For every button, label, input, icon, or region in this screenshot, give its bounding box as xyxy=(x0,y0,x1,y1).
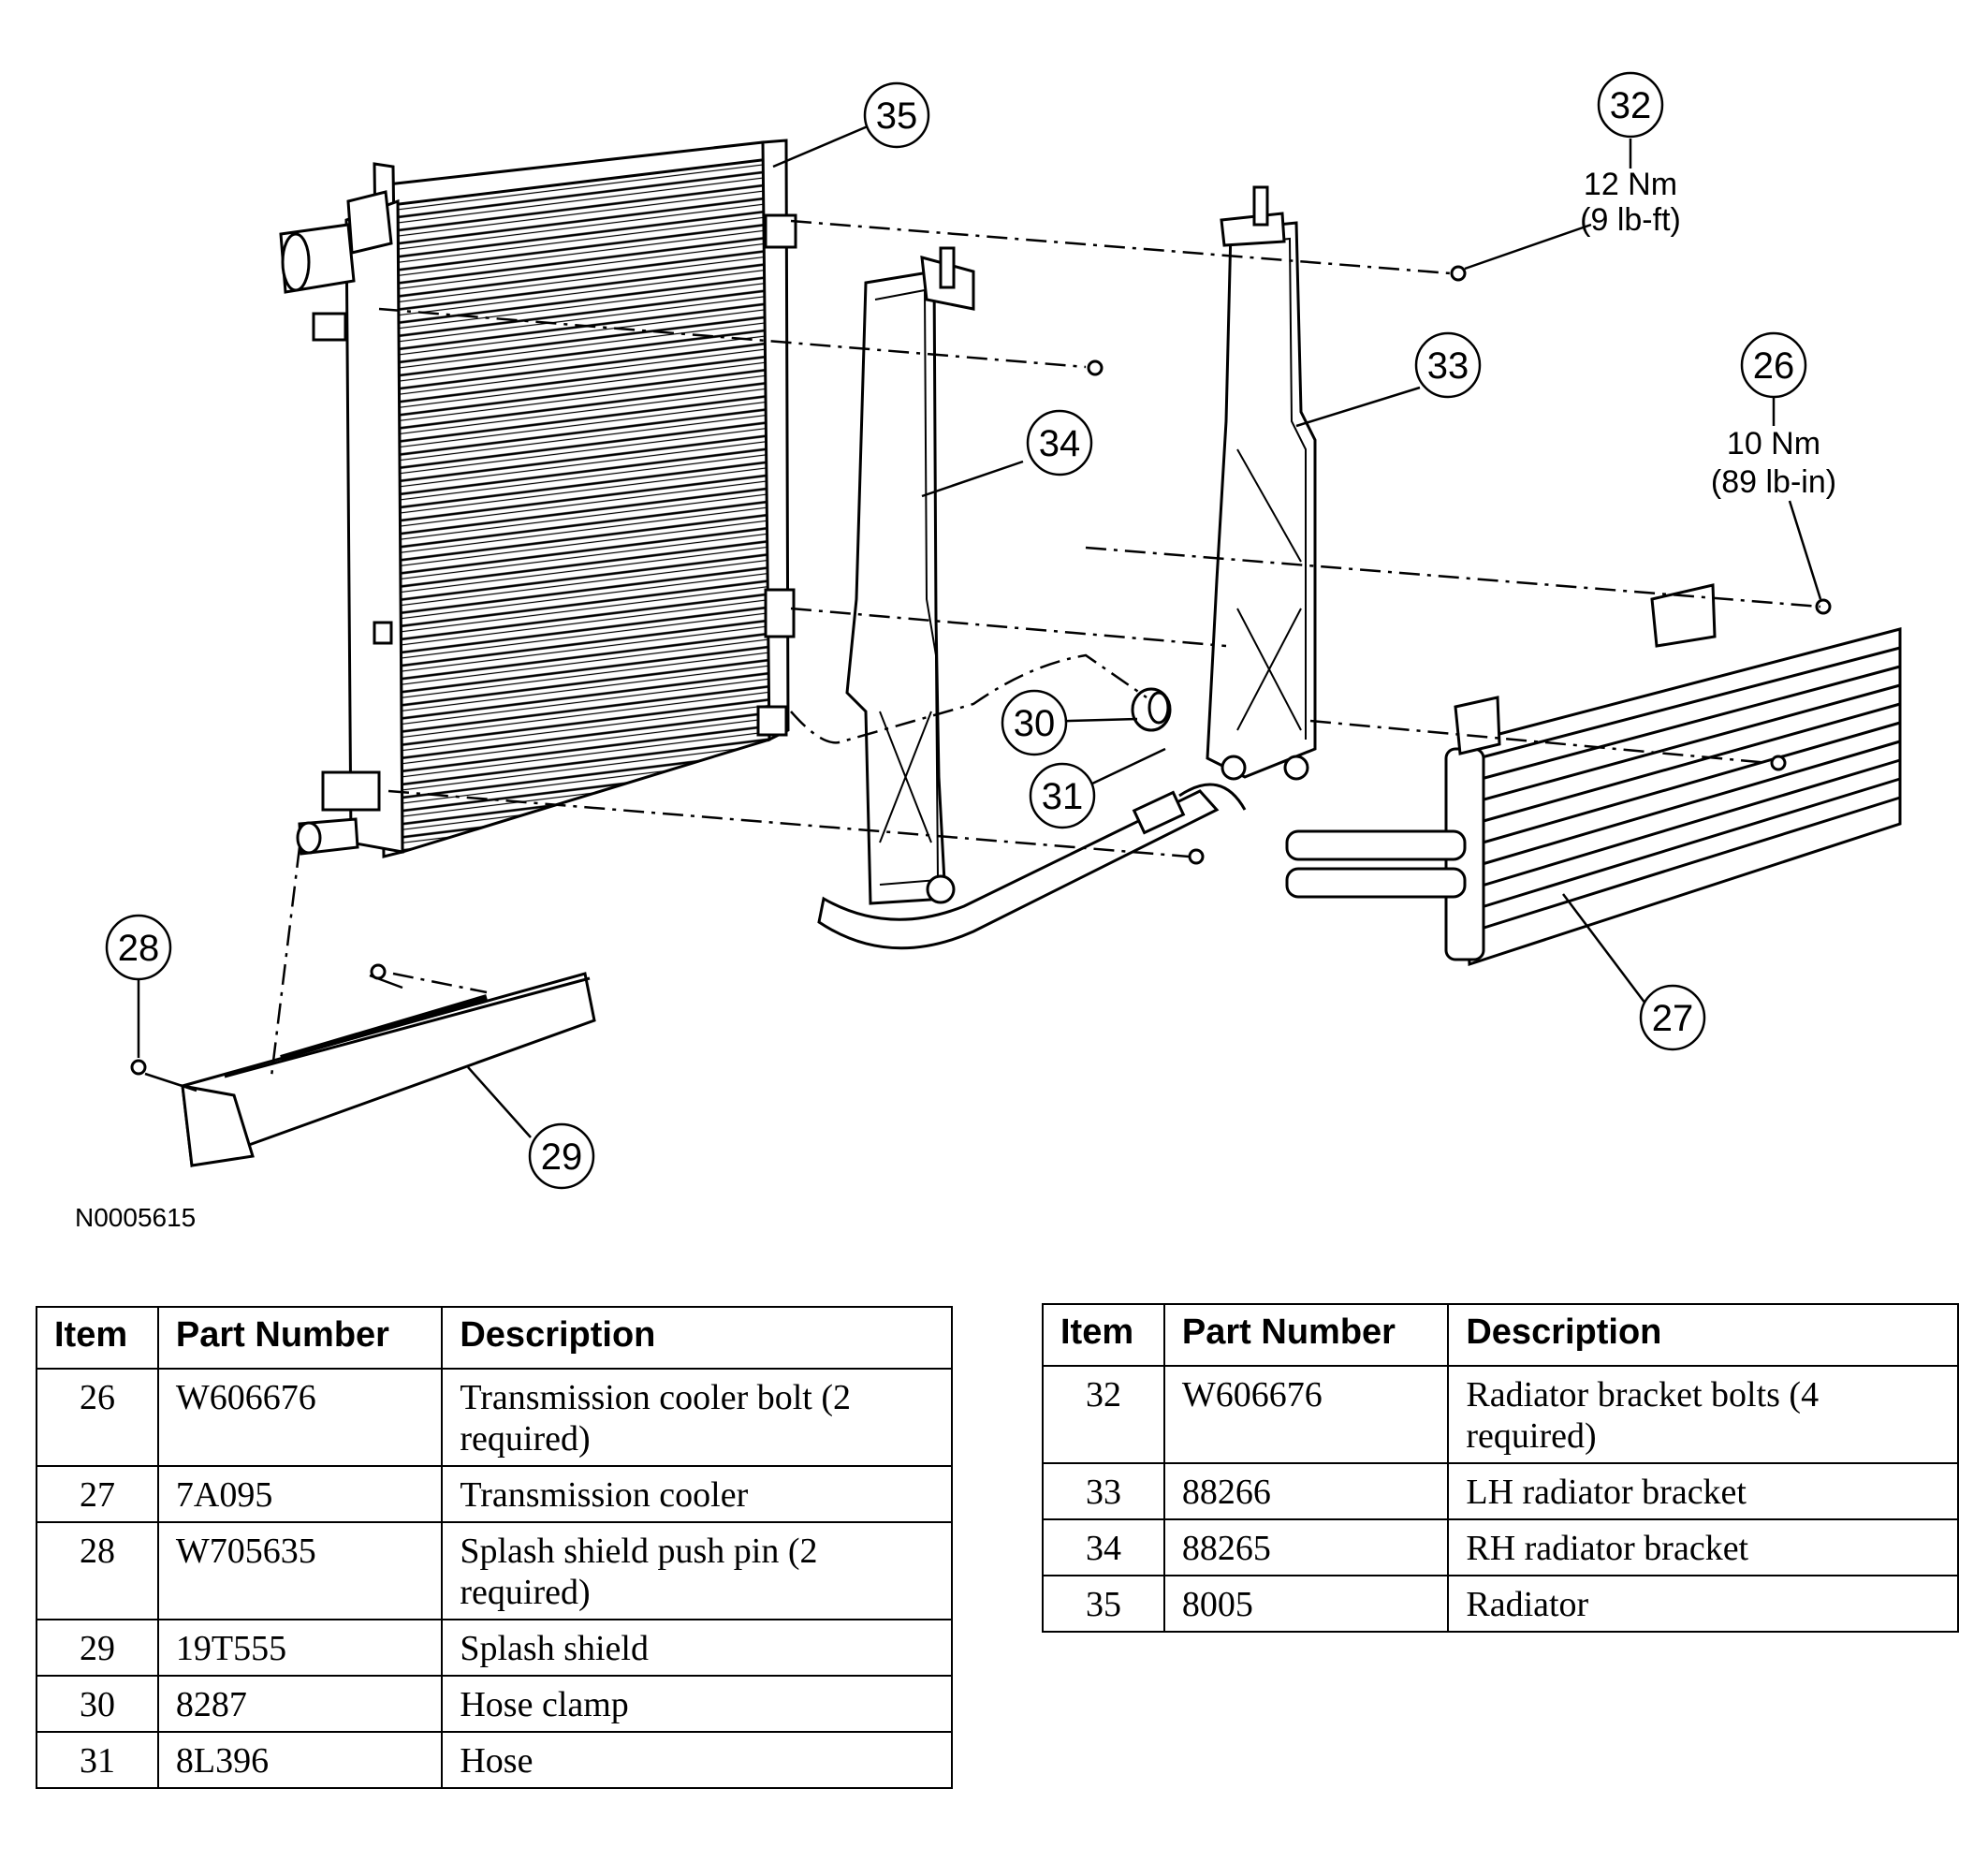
item-cell: 30 xyxy=(36,1675,159,1733)
item-cell: 32 xyxy=(1042,1365,1165,1464)
torque-32-nm: 12 Nm xyxy=(1584,167,1677,202)
callout-29-label: 29 xyxy=(541,1136,583,1178)
description-cell: Radiator xyxy=(1447,1575,1959,1633)
callout-29: 29 xyxy=(528,1122,595,1190)
description-cell: Radiator bracket bolts (4 required) xyxy=(1447,1365,1959,1464)
part-number-cell: 88265 xyxy=(1162,1518,1450,1576)
callout-26-label: 26 xyxy=(1753,345,1795,387)
item-cell: 28 xyxy=(36,1521,159,1620)
part-number-cell: 8005 xyxy=(1162,1575,1450,1633)
table-row: 33 88266 LH radiator bracket xyxy=(1042,1462,1959,1520)
part-number-cell: W606676 xyxy=(1162,1365,1450,1464)
rh-radiator-bracket xyxy=(845,246,975,905)
callout-33: 33 xyxy=(1414,331,1482,399)
callout-35: 35 xyxy=(863,81,930,149)
callout-33-label: 33 xyxy=(1427,345,1469,387)
callout-34-label: 34 xyxy=(1039,423,1081,464)
radiator xyxy=(279,139,797,858)
header-item: Item xyxy=(36,1306,159,1370)
table-row: 31 8L396 Hose xyxy=(36,1731,953,1789)
description-cell: Transmission cooler bolt (2 required) xyxy=(441,1368,953,1467)
description-cell: Transmission cooler xyxy=(441,1465,953,1523)
part-number-cell: 7A095 xyxy=(156,1465,444,1523)
splash-shield xyxy=(181,972,596,1168)
alignment-lines xyxy=(270,219,1821,1078)
item-cell: 33 xyxy=(1042,1462,1165,1520)
leader-lines xyxy=(137,122,1822,1138)
parts-table-left: Item Part Number Description 26 W606676 … xyxy=(36,1306,953,1789)
item-cell: 31 xyxy=(36,1731,159,1789)
callout-26: 26 xyxy=(1740,331,1807,399)
callout-31-label: 31 xyxy=(1042,776,1084,817)
table-row: 26 W606676 Transmission cooler bolt (2 r… xyxy=(36,1368,953,1467)
item-cell: 34 xyxy=(1042,1518,1165,1576)
part-number-cell: 19T555 xyxy=(156,1619,444,1677)
callout-30: 30 xyxy=(1001,689,1068,756)
exploded-diagram: 35 32 12 Nm (9 lb-ft) 33 34 26 10 Nm (89… xyxy=(75,71,1902,1232)
torque-26-imperial: (89 lb-in) xyxy=(1711,464,1836,500)
callout-35-label: 35 xyxy=(876,95,918,137)
header-part-number: Part Number xyxy=(1162,1303,1450,1367)
table-row: 34 88265 RH radiator bracket xyxy=(1042,1518,1959,1576)
torque-26-nm: 10 Nm xyxy=(1727,426,1820,462)
description-cell: Hose clamp xyxy=(441,1675,953,1733)
table-row: 28 W705635 Splash shield push pin (2 req… xyxy=(36,1521,953,1620)
callout-28: 28 xyxy=(105,914,172,981)
header-description: Description xyxy=(441,1306,953,1370)
description-cell: RH radiator bracket xyxy=(1447,1518,1959,1576)
callout-32: 32 xyxy=(1597,71,1664,139)
item-cell: 27 xyxy=(36,1465,159,1523)
table-row: 35 8005 Radiator xyxy=(1042,1575,1959,1633)
callout-28-label: 28 xyxy=(118,928,160,969)
part-number-cell: 88266 xyxy=(1162,1462,1450,1520)
table-row: 30 8287 Hose clamp xyxy=(36,1675,953,1733)
callout-27-label: 27 xyxy=(1652,998,1694,1039)
part-number-cell: 8L396 xyxy=(156,1731,444,1789)
callout-34: 34 xyxy=(1026,409,1093,476)
callout-32-label: 32 xyxy=(1610,85,1652,126)
table-row: 32 W606676 Radiator bracket bolts (4 req… xyxy=(1042,1365,1959,1464)
description-cell: LH radiator bracket xyxy=(1447,1462,1959,1520)
callout-31: 31 xyxy=(1029,762,1096,829)
callout-30-label: 30 xyxy=(1014,703,1056,744)
item-cell: 26 xyxy=(36,1368,159,1467)
parts-table-right: Item Part Number Description 32 W606676 … xyxy=(1042,1303,1959,1633)
part-number-cell: W606676 xyxy=(156,1368,444,1467)
item-cell: 29 xyxy=(36,1619,159,1677)
item-cell: 35 xyxy=(1042,1575,1165,1633)
torque-32-imperial: (9 lb-ft) xyxy=(1580,202,1681,238)
transmission-cooler xyxy=(1285,583,1902,967)
table-row: 29 19T555 Splash shield xyxy=(36,1619,953,1677)
table-row: 27 7A095 Transmission cooler xyxy=(36,1465,953,1523)
lh-radiator-bracket xyxy=(1206,185,1317,781)
hose-clamp xyxy=(1131,687,1172,732)
description-cell: Splash shield push pin (2 required) xyxy=(441,1521,953,1620)
table-header-row: Item Part Number Description xyxy=(36,1306,953,1370)
part-number-cell: 8287 xyxy=(156,1675,444,1733)
table-header-row: Item Part Number Description xyxy=(1042,1303,1959,1367)
header-description: Description xyxy=(1447,1303,1959,1367)
figure-id: N0005615 xyxy=(75,1203,196,1232)
description-cell: Hose xyxy=(441,1731,953,1789)
header-item: Item xyxy=(1042,1303,1165,1367)
hose xyxy=(817,783,1247,950)
part-number-cell: W705635 xyxy=(156,1521,444,1620)
callout-27: 27 xyxy=(1639,984,1706,1051)
description-cell: Splash shield xyxy=(441,1619,953,1677)
fasteners xyxy=(130,265,1832,1076)
header-part-number: Part Number xyxy=(156,1306,444,1370)
